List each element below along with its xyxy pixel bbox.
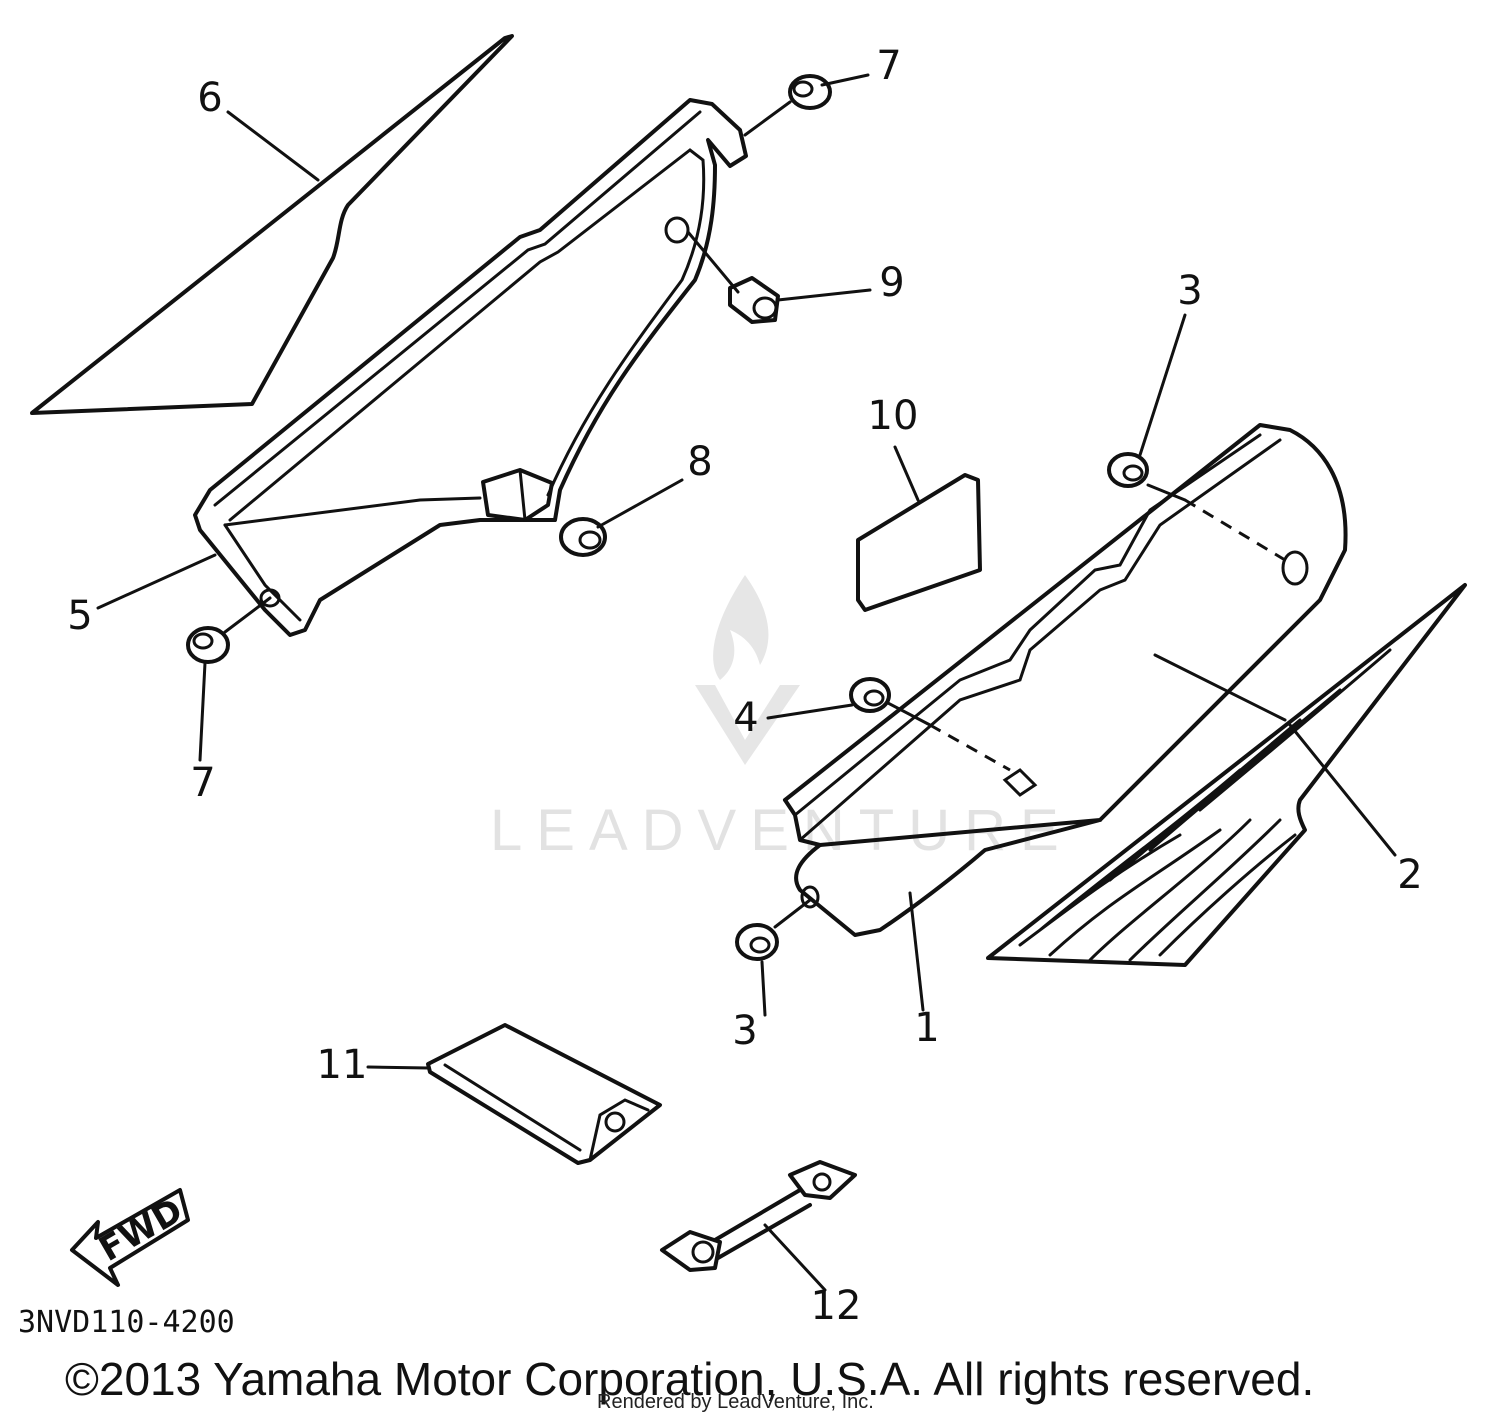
part-12-strap (660, 1160, 857, 1272)
part-1-side-cover (783, 423, 1348, 937)
leadventure-watermark: LEADVENTURE (490, 575, 1059, 863)
callout-6: 6 (197, 75, 222, 121)
bracket-hole-lower (259, 588, 281, 608)
callout-3-top: 3 (1177, 268, 1202, 314)
part-3-grommet-bottom (735, 923, 779, 961)
part-3-grommet-top (1107, 452, 1149, 488)
callout-1: 1 (914, 1005, 939, 1051)
fwd-arrow: FWD (70, 1188, 190, 1287)
callout-12: 12 (811, 1283, 862, 1329)
part-9-collar (728, 276, 780, 324)
callout-8: 8 (687, 439, 712, 485)
diagram-code: 3NVD110-4200 (18, 1305, 235, 1340)
callout-labels: 1 2 3 3 4 5 6 7 7 8 9 10 11 12 (67, 43, 1422, 1329)
leader-lines (96, 73, 1397, 1292)
callout-11: 11 (317, 1042, 368, 1088)
part-8-grommet (559, 517, 607, 557)
callout-9: 9 (879, 260, 904, 306)
part-7-grommet-left (186, 626, 230, 664)
callout-3-bottom: 3 (732, 1008, 757, 1054)
part-5-bracket (193, 98, 748, 637)
callout-7-top: 7 (876, 43, 901, 89)
callout-7-left: 7 (190, 760, 215, 806)
callout-4: 4 (733, 695, 758, 741)
callout-5: 5 (67, 593, 92, 639)
part-2-decal (986, 583, 1467, 967)
bracket-hole-top (664, 216, 690, 244)
part-6-panel (30, 34, 514, 415)
callout-10: 10 (868, 393, 919, 439)
leadventure-flame-logo-icon (695, 575, 800, 765)
copyright-notice: ©2013 Yamaha Motor Corporation, U.S.A. A… (65, 1353, 1314, 1405)
rendered-by-note: Rendered by LeadVenture, Inc. (597, 1391, 874, 1413)
part-10-label (856, 473, 982, 612)
part-11-pouch (426, 1023, 662, 1165)
part-4-grommet (849, 677, 891, 713)
part-7-grommet-top (788, 74, 832, 110)
fwd-label: FWD (93, 1191, 190, 1270)
callout-2: 2 (1397, 852, 1422, 898)
